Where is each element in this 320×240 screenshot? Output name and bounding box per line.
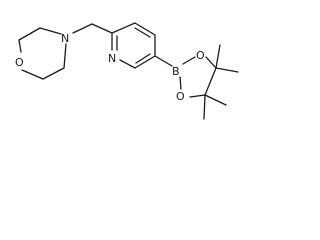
bond	[204, 67, 217, 96]
morpholine-oxygen-label: O	[15, 56, 24, 69]
bond	[39, 27, 62, 35]
methyl-bond	[215, 44, 221, 69]
double-bond	[134, 27, 151, 38]
bond	[134, 22, 156, 36]
double-bond	[135, 53, 151, 64]
bond	[21, 69, 44, 80]
bond	[205, 56, 217, 69]
bond	[119, 59, 136, 69]
methylene-bond	[91, 23, 113, 34]
pyridine-ring	[111, 22, 156, 69]
morpholine-nitrogen-label: N	[61, 32, 69, 45]
boronate-oxygen-bottom-label: O	[176, 90, 185, 103]
boronate-ring	[179, 44, 239, 120]
bond	[18, 39, 22, 53]
bond	[182, 56, 196, 65]
bond	[189, 94, 206, 98]
pyridine-nitrogen-label: N	[108, 52, 116, 65]
carbon-boron-bond	[154, 55, 173, 67]
methyl-bond	[204, 94, 227, 106]
bond	[18, 27, 41, 41]
bond	[63, 43, 67, 69]
bond	[134, 55, 156, 69]
boronate-oxygen-top-label: O	[196, 49, 205, 62]
methylene-bond	[72, 23, 93, 34]
boron-label: B	[172, 65, 180, 78]
methyl-bond	[203, 94, 206, 120]
chemical-structure-diagram: O N N B O O	[15, 22, 239, 120]
morpholine-ring	[18, 27, 67, 80]
bond	[179, 76, 182, 90]
bond	[111, 22, 136, 34]
bond	[42, 67, 65, 80]
methyl-bond	[215, 67, 239, 73]
